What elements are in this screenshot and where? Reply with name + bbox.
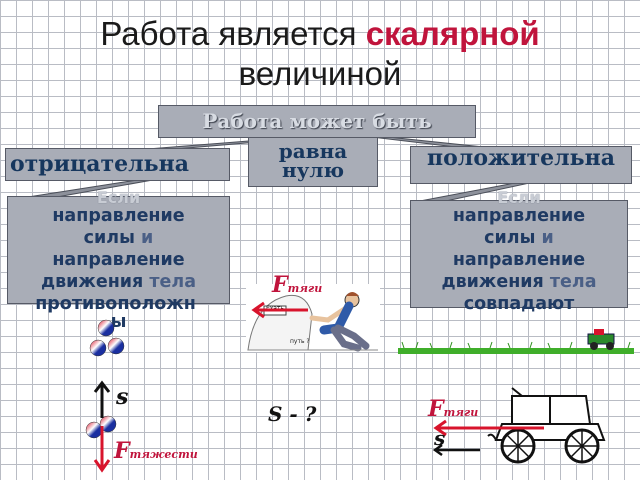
cond-right-line3: направление: [452, 250, 586, 270]
title-suffix: величиной: [238, 55, 402, 92]
falling-balls-illustration: [89, 319, 125, 357]
cond-right-and: и: [541, 228, 554, 248]
zero-line1: равна: [278, 139, 348, 163]
cond-left-body: тела: [149, 272, 197, 292]
gravity-force-label: Fтяжести: [114, 438, 198, 464]
man-caption: путь ?: [290, 338, 310, 345]
zero-box: равна нулю: [248, 137, 378, 187]
title-accent: скалярной: [365, 15, 540, 52]
cond-left-force: силы: [83, 228, 135, 248]
negative-label: отрицательна: [10, 151, 189, 177]
car-force-subscript: тяги: [443, 406, 479, 419]
vintage-car-illustration: [487, 387, 606, 464]
negative-box: отрицательна: [5, 148, 230, 181]
root-label: Работа может быть: [202, 109, 432, 133]
condition-right-box: Если направление силы и направление движ…: [410, 188, 628, 314]
car-force-symbol: F: [428, 396, 444, 422]
man-pushing-illustration: Ехать путь ?: [246, 284, 380, 352]
cond-right-line1: направление: [452, 206, 586, 226]
cond-left-ending2: ы: [110, 315, 127, 329]
cond-right-ending: совпадают: [463, 294, 575, 314]
condition-left-box: Если направление силы и направление движ…: [7, 188, 230, 329]
positive-label: положительна: [427, 145, 615, 171]
cond-left-line3: направление: [52, 250, 185, 270]
cond-right-body: тела: [549, 272, 597, 292]
zero-line2: нулю: [281, 158, 345, 182]
gravity-force-symbol: F: [114, 438, 130, 464]
positive-box: положительна: [410, 146, 632, 184]
pull-force-subscript: тяги: [287, 282, 323, 295]
displacement-left-label: s: [116, 384, 129, 410]
root-box: Работа может быть: [158, 105, 476, 138]
displacement-up-arrow: [93, 380, 111, 418]
cond-left-and: и: [141, 228, 154, 248]
falling-balls-bottom: [85, 415, 117, 439]
cond-right-motion: движения: [441, 272, 544, 292]
cond-right-force: силы: [484, 228, 536, 248]
car-force-label: Fтяги: [428, 396, 478, 422]
question-label: S - ?: [268, 402, 317, 426]
slide-title: Работа является скалярной величиной: [0, 14, 640, 94]
cond-left-if: Если: [96, 188, 141, 207]
grass-scene: [398, 329, 634, 354]
pull-force-symbol: F: [272, 272, 288, 298]
cond-left-motion: движения: [40, 272, 144, 292]
title-prefix: Работа является: [100, 15, 366, 52]
car-displacement-label: s: [434, 426, 446, 450]
pull-force-arrow: [251, 301, 308, 319]
cond-right-if: Если: [497, 188, 541, 207]
pull-force-label: Fтяги: [272, 272, 322, 298]
gravity-force-subscript: тяжести: [129, 448, 198, 461]
car-force-arrow: [433, 419, 544, 437]
gravity-arrow: [93, 426, 111, 473]
cond-left-ending: противоположн: [35, 294, 196, 314]
cond-left-line1: направление: [52, 206, 185, 226]
car-displacement-arrow: [432, 443, 480, 457]
